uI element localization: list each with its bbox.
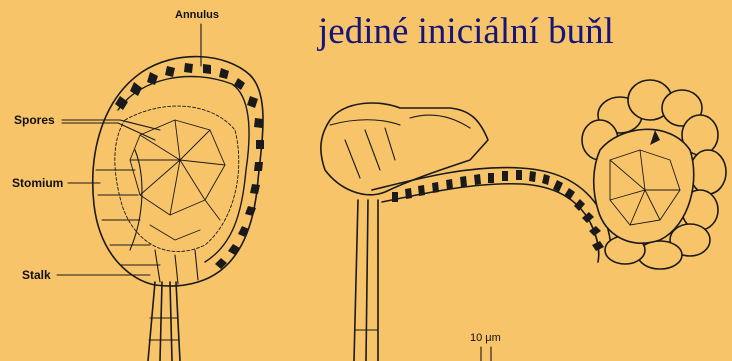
closed-sporangium [93,57,264,361]
scale-bar [481,347,491,361]
stalk-left [148,282,180,361]
spore-mass [115,106,239,251]
annulus-label: Annulus [175,9,219,21]
released-spores [582,80,726,269]
scale-bar-label: 10 μm [470,332,501,344]
label-leaders [57,24,201,275]
stalk-right [354,200,378,361]
spores-leader [62,120,160,140]
stalk-label: Stalk [22,268,51,282]
stomium-cells [96,150,198,284]
open-sporangium [321,80,726,361]
spores-label: Spores [14,113,55,127]
stomium-label: Stomium [12,176,63,190]
